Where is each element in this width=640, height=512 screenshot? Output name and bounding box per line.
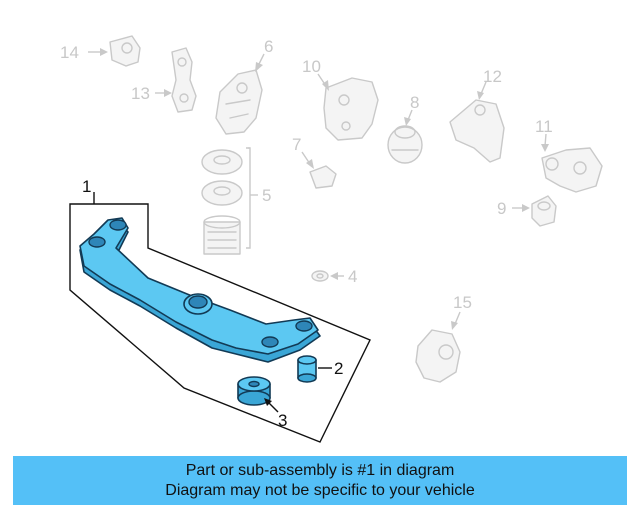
callout-3: 3: [278, 411, 287, 430]
part-5-insulator-set: 5: [201, 147, 271, 255]
part-15-mount: 15: [415, 293, 472, 383]
callout-6: 6: [264, 37, 273, 56]
part-7-block: 7: [292, 135, 337, 189]
callout-13: 13: [131, 84, 150, 103]
part-12-bracket: 12: [449, 67, 505, 163]
callout-5: 5: [262, 186, 271, 205]
banner-line-2: Diagram may not be specific to your vehi…: [165, 481, 475, 499]
part-3-bushing: 3: [237, 376, 287, 430]
callout-12: 12: [483, 67, 502, 86]
callout-11: 11: [535, 117, 553, 136]
callout-7: 7: [292, 135, 301, 154]
part-10-bracket: 10: [302, 57, 379, 141]
part-4-washer: 4: [311, 267, 357, 286]
callout-1: 1: [82, 177, 91, 196]
banner-line-1: Part or sub-assembly is #1 in diagram: [185, 461, 455, 479]
part-11-mount: 11: [535, 117, 603, 193]
part-8-mount: 8: [387, 93, 423, 164]
info-banner: Part or sub-assembly is #1 in diagram Di…: [13, 456, 627, 505]
part-1-crossmember-assembly[interactable]: 1 2 3: [69, 177, 371, 443]
callout-2: 2: [334, 359, 343, 378]
callout-8: 8: [410, 93, 419, 112]
callout-10: 10: [302, 57, 321, 76]
callout-15: 15: [453, 293, 472, 312]
part-13-bracket: 13: [131, 47, 197, 113]
callout-4: 4: [348, 267, 357, 286]
part-2-bushing: 2: [297, 355, 343, 383]
callout-9: 9: [497, 199, 506, 218]
part-9-mount: 9: [497, 195, 557, 227]
part-14-mount: 14: [60, 35, 141, 67]
crossmember: [79, 217, 321, 363]
part-6-mount: 6: [215, 37, 273, 135]
callout-14: 14: [60, 43, 79, 62]
parts-diagram: 14 13 6 10 8: [60, 35, 603, 443]
